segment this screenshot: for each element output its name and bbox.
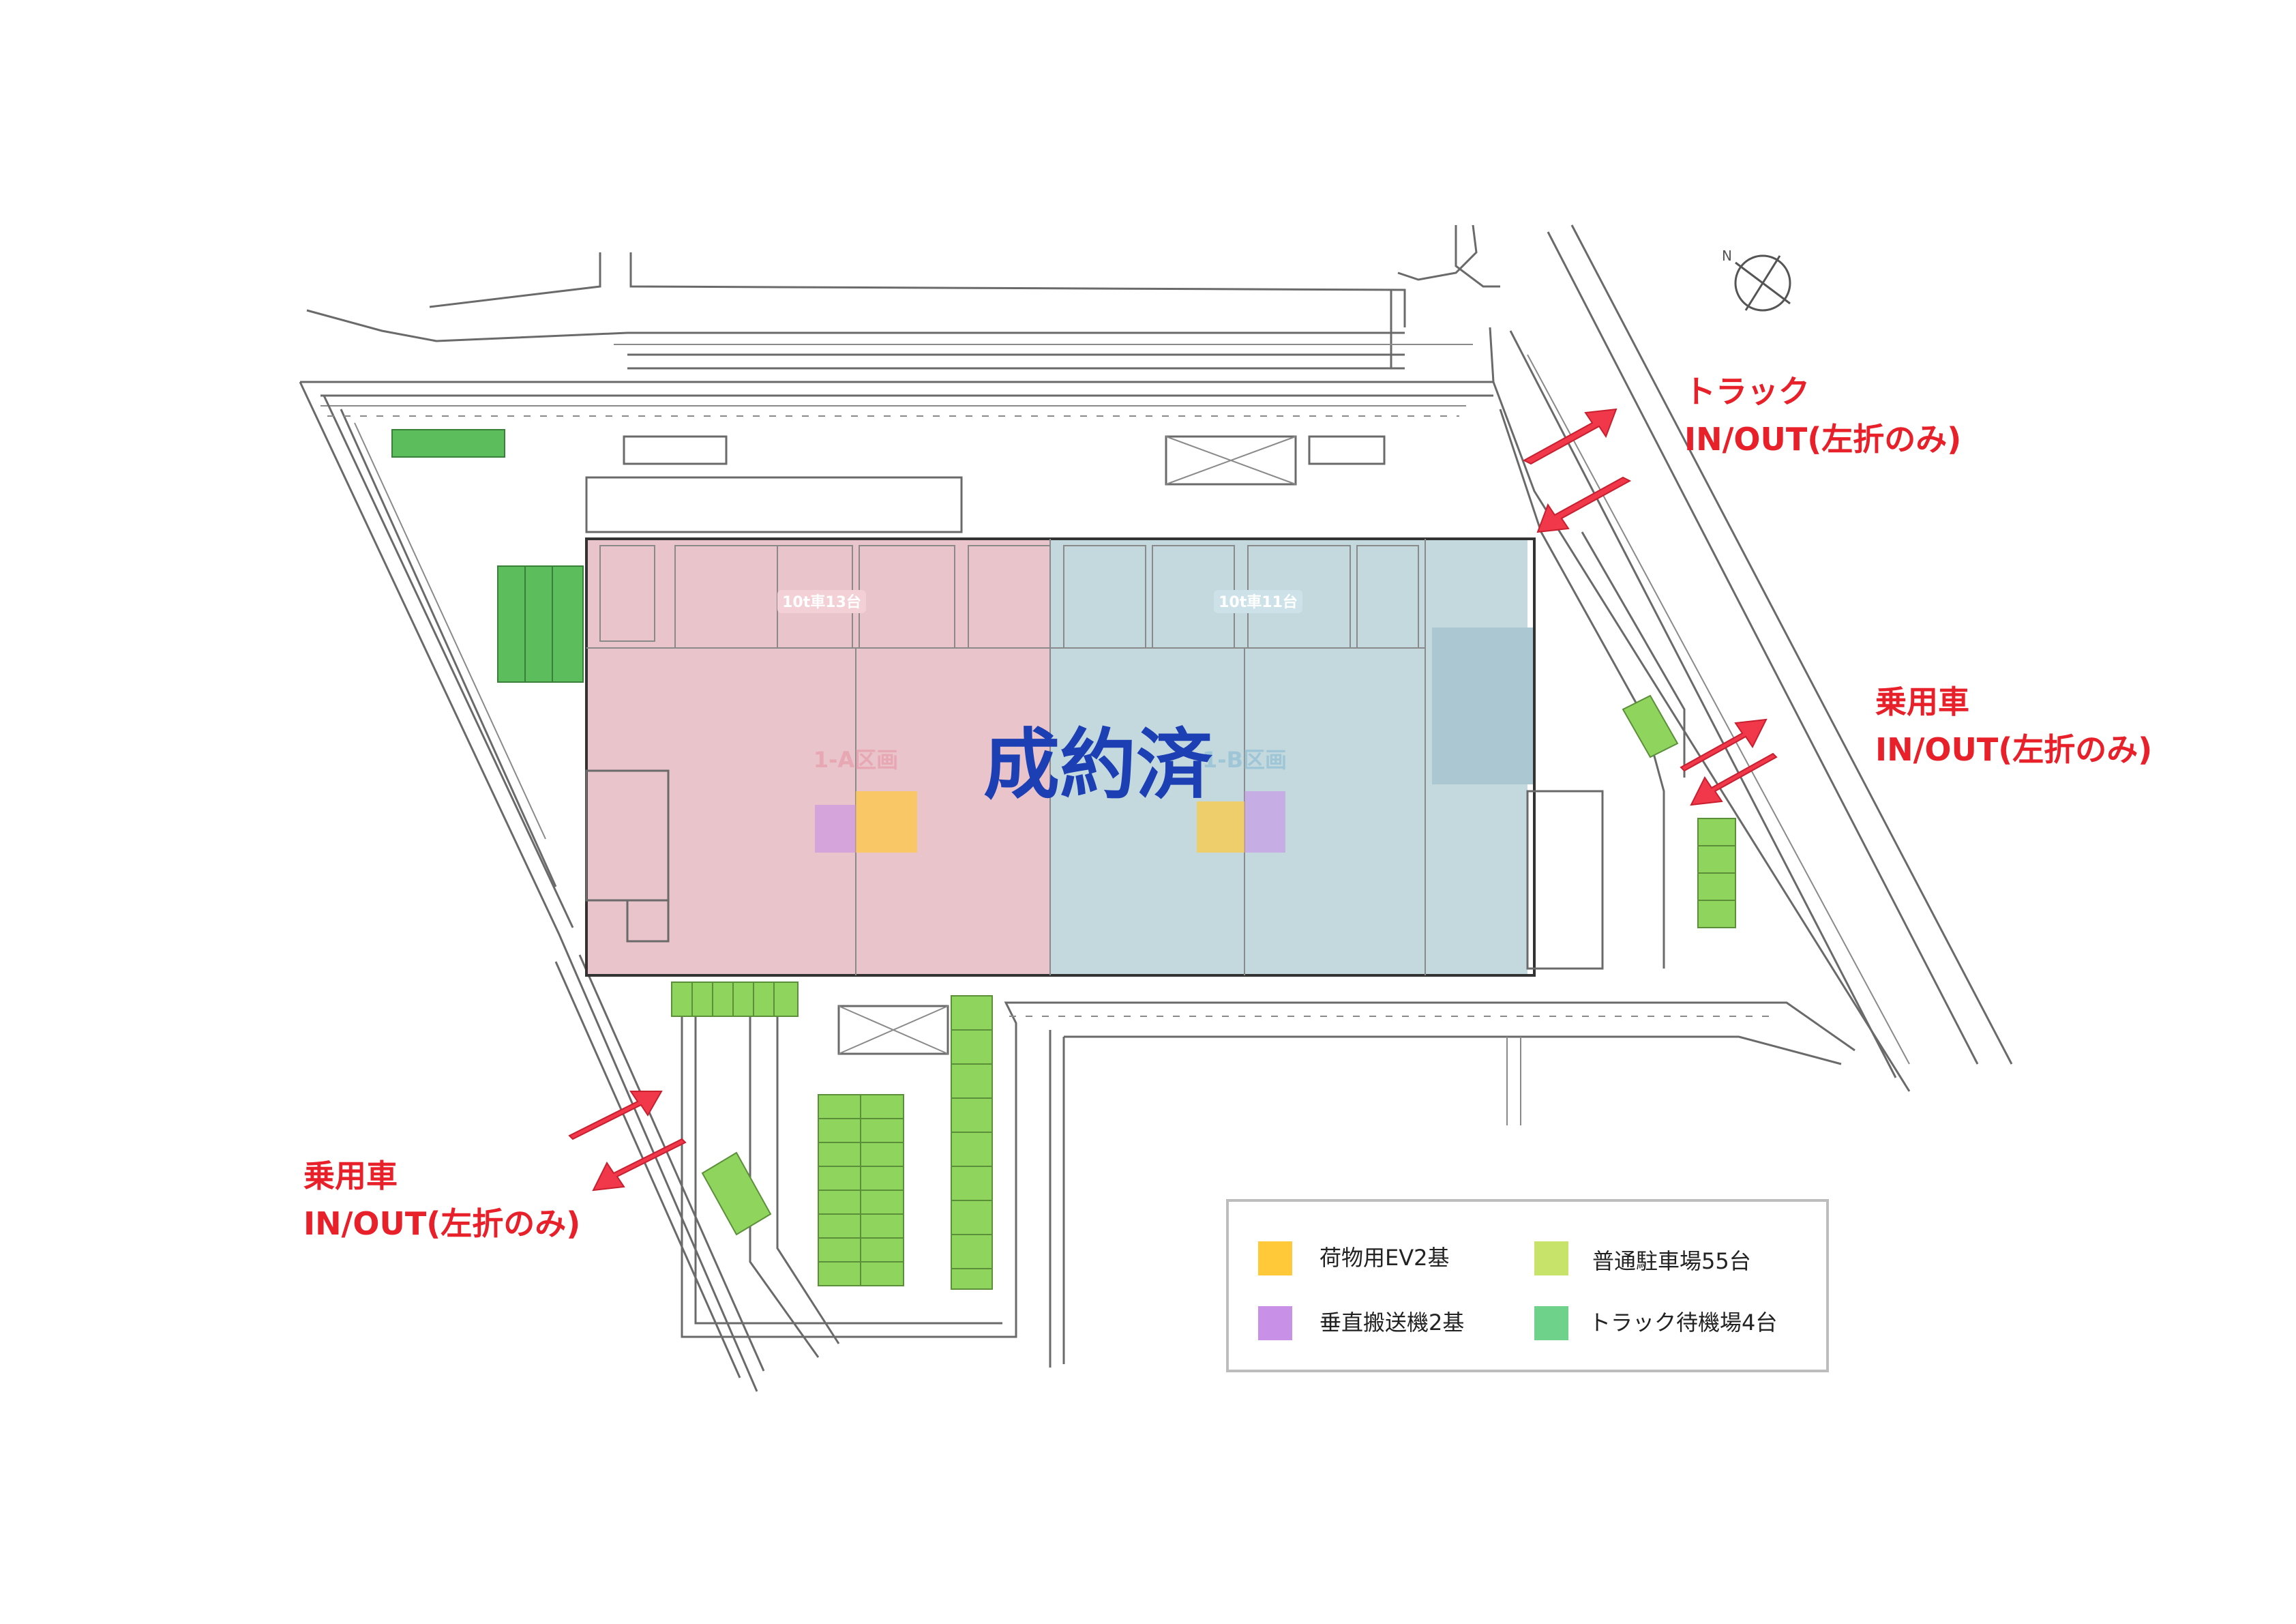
entrance-arrows	[568, 408, 1778, 1192]
berth-badge-1b-label: 10t車11台	[1219, 593, 1298, 611]
zone-1b-label: 1-B区画	[1202, 747, 1287, 773]
car-east-entrance-label-1: 乗用車	[1875, 683, 1969, 720]
freight-elevator-1b	[1197, 801, 1244, 853]
legend-label-ev: 荷物用EV2基	[1320, 1245, 1449, 1271]
parking-stall-lines	[818, 845, 1735, 1269]
vertical-conveyor-1b	[1244, 791, 1285, 853]
truck-out-arrow	[1536, 476, 1632, 533]
zone-1a-label: 1-A区画	[814, 747, 898, 773]
car-west-entrance-label-1: 乗用車	[303, 1157, 398, 1194]
car-east-entrance-label-2: IN/OUT(左折のみ)	[1875, 731, 2152, 768]
berth-badge-1b	[1214, 590, 1302, 613]
car-west-in-arrow	[568, 1091, 663, 1140]
truck-waiting-area	[391, 429, 584, 683]
car-east-out-arrow	[1690, 752, 1778, 806]
north-label: N	[1722, 248, 1732, 264]
legend-swatch-conveyor	[1258, 1306, 1292, 1340]
car-east-in-arrow	[1680, 718, 1768, 772]
site-outline	[299, 224, 2013, 1392]
legend: 荷物用EV2基 普通駐車場55台 垂直搬送機2基 トラック待機場4台	[1226, 1199, 1829, 1372]
berth-badges: 10t車13台 10t車11台	[777, 590, 1302, 613]
legend-label-car: 普通駐車場55台	[1592, 1248, 1751, 1274]
car-west-entrance-label-2: IN/OUT(左折のみ)	[303, 1205, 580, 1242]
truck-entrance-label-2: IN/OUT(左折のみ)	[1684, 421, 1961, 458]
legend-swatch-ev	[1258, 1241, 1292, 1275]
berth-badge-1a-label: 10t車13台	[782, 593, 861, 611]
car-west-out-arrow	[592, 1138, 687, 1192]
car-parking	[671, 694, 1736, 1290]
truck-entrance-label-1: トラック	[1684, 373, 1810, 410]
vertical-conveyor-1a	[815, 805, 856, 853]
truck-in-arrow	[1522, 408, 1617, 465]
north-compass: N	[1722, 248, 1791, 312]
berth-badge-1a	[777, 590, 866, 613]
freight-elevator-1a	[856, 791, 917, 853]
legend-box	[1226, 1199, 1829, 1372]
legend-swatch-truck	[1534, 1306, 1568, 1340]
legend-label-truck: トラック待機場4台	[1589, 1310, 1777, 1335]
contract-status-label: 成約済	[983, 721, 1213, 810]
legend-label-conveyor: 垂直搬送機2基	[1320, 1310, 1464, 1335]
legend-swatch-car	[1534, 1241, 1568, 1275]
